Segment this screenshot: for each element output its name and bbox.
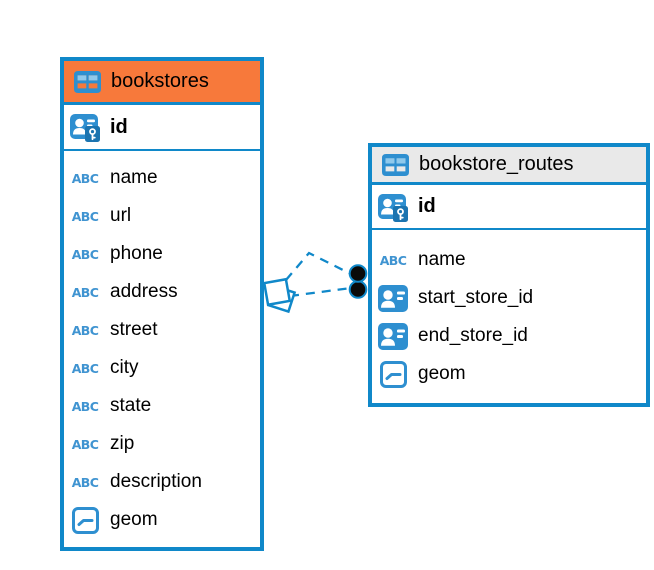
text-icon-slot: ABC — [70, 247, 100, 262]
relationship-line-2 — [289, 286, 352, 298]
text-type-icon: ABC — [71, 208, 99, 224]
column-row-description[interactable]: ABC description — [64, 463, 260, 501]
text-icon-slot: ABC — [70, 437, 100, 452]
text-type-icon: ABC — [71, 436, 99, 452]
geometry-icon-slot — [70, 506, 100, 534]
column-label: id — [418, 195, 436, 217]
column-row-url[interactable]: ABC url — [64, 197, 260, 235]
text-icon-slot: ABC — [70, 399, 100, 414]
table-icon — [380, 153, 410, 176]
column-row-state[interactable]: ABC state — [64, 387, 260, 425]
column-row-geom[interactable]: geom — [372, 355, 646, 393]
text-icon-slot: ABC — [70, 323, 100, 338]
table-header-bookstores[interactable]: bookstores — [64, 61, 260, 105]
column-label: zip — [110, 433, 135, 454]
column-row-phone[interactable]: ABC phone — [64, 235, 260, 273]
column-label: address — [110, 281, 178, 302]
column-row-name[interactable]: ABC name — [372, 241, 646, 279]
column-row-city[interactable]: ABC city — [64, 349, 260, 387]
text-type-icon: ABC — [71, 474, 99, 490]
text-icon-slot: ABC — [378, 253, 408, 268]
column-label: geom — [110, 509, 158, 530]
column-label: name — [110, 167, 158, 188]
column-row-id[interactable]: id — [64, 105, 260, 151]
text-type-icon: ABC — [71, 284, 99, 300]
column-label: url — [110, 205, 132, 226]
reference-icon-slot — [378, 322, 408, 350]
column-label: end_store_id — [418, 325, 528, 346]
geometry-icon — [71, 506, 99, 534]
text-icon-slot: ABC — [70, 209, 100, 224]
relationship-target-dot-2 — [348, 280, 368, 299]
relationship-target-dot-1 — [348, 264, 368, 283]
text-type-icon: ABC — [71, 360, 99, 376]
column-row-geom[interactable]: geom — [64, 501, 260, 539]
column-label: id — [110, 115, 128, 138]
column-label: name — [418, 249, 466, 270]
column-row-end_store_id[interactable]: end_store_id — [372, 317, 646, 355]
column-label: phone — [110, 243, 163, 264]
table-title: bookstore_routes — [419, 153, 574, 175]
table-icon — [73, 70, 101, 93]
geometry-icon-slot — [378, 360, 408, 388]
primary-key-icon — [70, 114, 100, 142]
column-label: geom — [418, 363, 466, 384]
geometry-icon — [379, 360, 407, 388]
text-icon-slot: ABC — [70, 361, 100, 376]
table-icon — [72, 70, 102, 93]
column-row-zip[interactable]: ABC zip — [64, 425, 260, 463]
column-row-street[interactable]: ABC street — [64, 311, 260, 349]
relationship-line-1 — [285, 251, 352, 281]
text-type-icon: ABC — [71, 170, 99, 186]
column-row-name[interactable]: ABC name — [64, 159, 260, 197]
column-row-address[interactable]: ABC address — [64, 273, 260, 311]
primary-key-icon-slot — [70, 112, 100, 142]
table-icon — [381, 153, 409, 176]
reference-icon — [378, 322, 408, 350]
primary-key-icon — [378, 193, 408, 222]
text-icon-slot: ABC — [70, 475, 100, 490]
text-type-icon: ABC — [71, 246, 99, 262]
relationship-source-square — [262, 277, 297, 314]
column-label: street — [110, 319, 158, 340]
column-label: state — [110, 395, 152, 416]
text-type-icon: ABC — [71, 322, 99, 338]
primary-key-icon-slot — [378, 192, 408, 222]
reference-icon-slot — [378, 284, 408, 312]
column-label: description — [110, 471, 202, 492]
text-icon-slot: ABC — [70, 171, 100, 186]
reference-icon — [378, 284, 408, 312]
column-row-id[interactable]: id — [372, 185, 646, 230]
text-icon-slot: ABC — [70, 285, 100, 300]
column-list: ABC name start_store_id end_store_id geom — [372, 230, 646, 403]
column-row-start_store_id[interactable]: start_store_id — [372, 279, 646, 317]
column-label: start_store_id — [418, 287, 534, 308]
text-type-icon: ABC — [379, 252, 407, 268]
table-header-bookstore-routes[interactable]: bookstore_routes — [372, 147, 646, 185]
text-type-icon: ABC — [71, 398, 99, 414]
column-label: city — [110, 357, 139, 378]
table-title: bookstores — [111, 70, 209, 92]
